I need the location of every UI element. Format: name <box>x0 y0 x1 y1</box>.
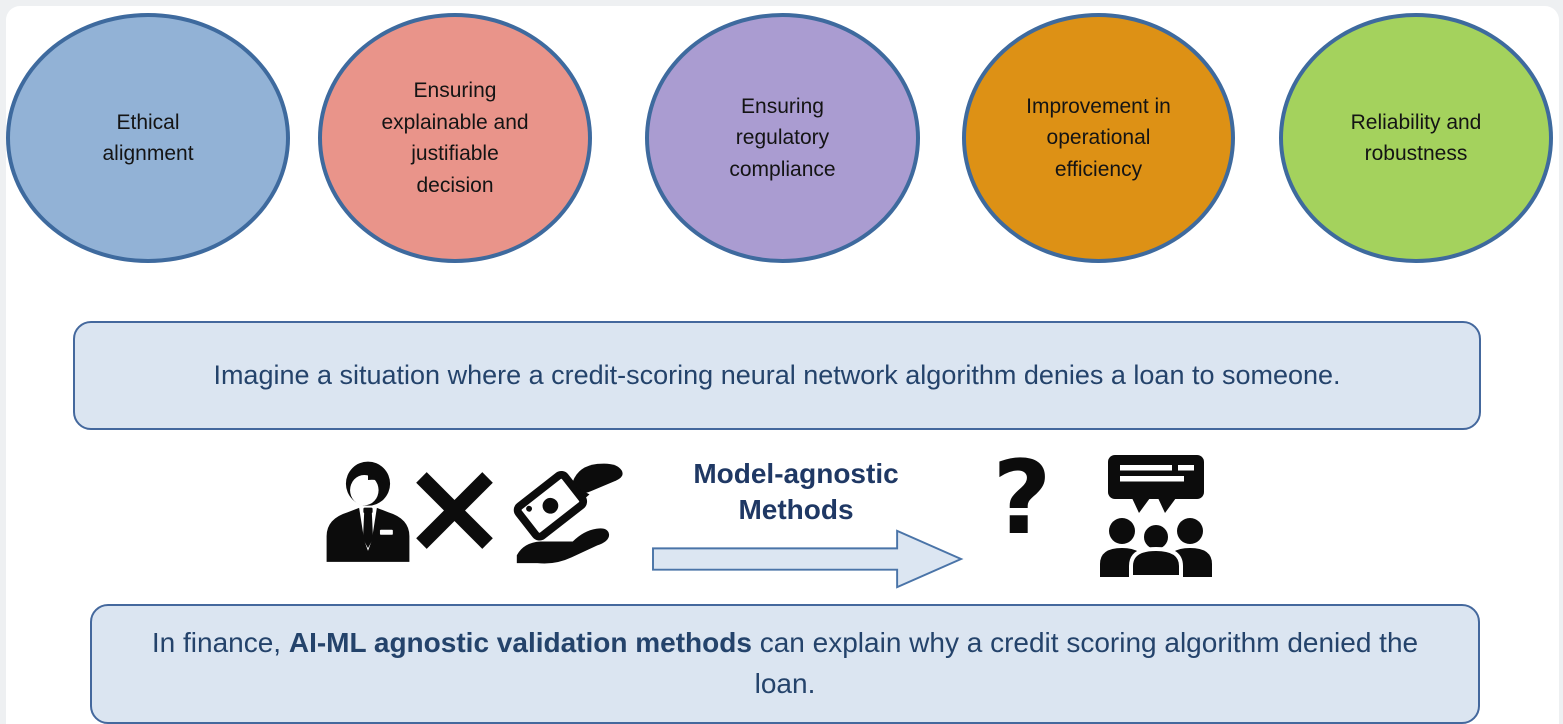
conclusion-suffix: can explain why a credit scoring algorit… <box>751 627 1419 699</box>
group-discussion-icon <box>1100 455 1212 577</box>
scenario-text: Imagine a situation where a credit-scori… <box>213 360 1341 390</box>
conclusion-text: In finance, AI-ML agnostic validation me… <box>132 623 1438 704</box>
cross-x-icon <box>416 472 493 549</box>
ellipse-explainable-decision: Ensuring explainable and justifiable dec… <box>318 13 592 263</box>
businessman-icon <box>326 461 410 562</box>
ellipse-label: Reliability and robustness <box>1350 110 1482 166</box>
block-arrow-right-icon <box>652 529 964 589</box>
ellipse-label: Ensuring regulatory compliance <box>729 94 836 181</box>
ellipse-ethical-alignment: Ethical alignment <box>6 13 290 263</box>
ellipse-label: Ensuring explainable and justifiable dec… <box>381 79 529 197</box>
ellipse-operational-efficiency: Improvement in operational efficiency <box>962 13 1235 263</box>
ellipse-label: Improvement in operational efficiency <box>1026 94 1171 181</box>
conclusion-bold-phrase: AI-ML agnostic validation methods <box>288 627 752 659</box>
ellipse-reliability-robustness: Reliability and robustness <box>1279 13 1553 263</box>
conclusion-prefix: In finance, <box>151 627 289 659</box>
method-label: Model-agnostic Methods <box>693 458 899 526</box>
ellipse-label: Ethical alignment <box>102 110 194 166</box>
money-in-hand-icon <box>513 463 623 564</box>
conclusion-text-box: In finance, AI-ML agnostic validation me… <box>90 604 1480 724</box>
ellipse-regulatory-compliance: Ensuring regulatory compliance <box>645 13 920 263</box>
scenario-text-box: Imagine a situation where a credit-scori… <box>73 321 1481 430</box>
question-mark-icon: ? <box>992 439 1052 558</box>
